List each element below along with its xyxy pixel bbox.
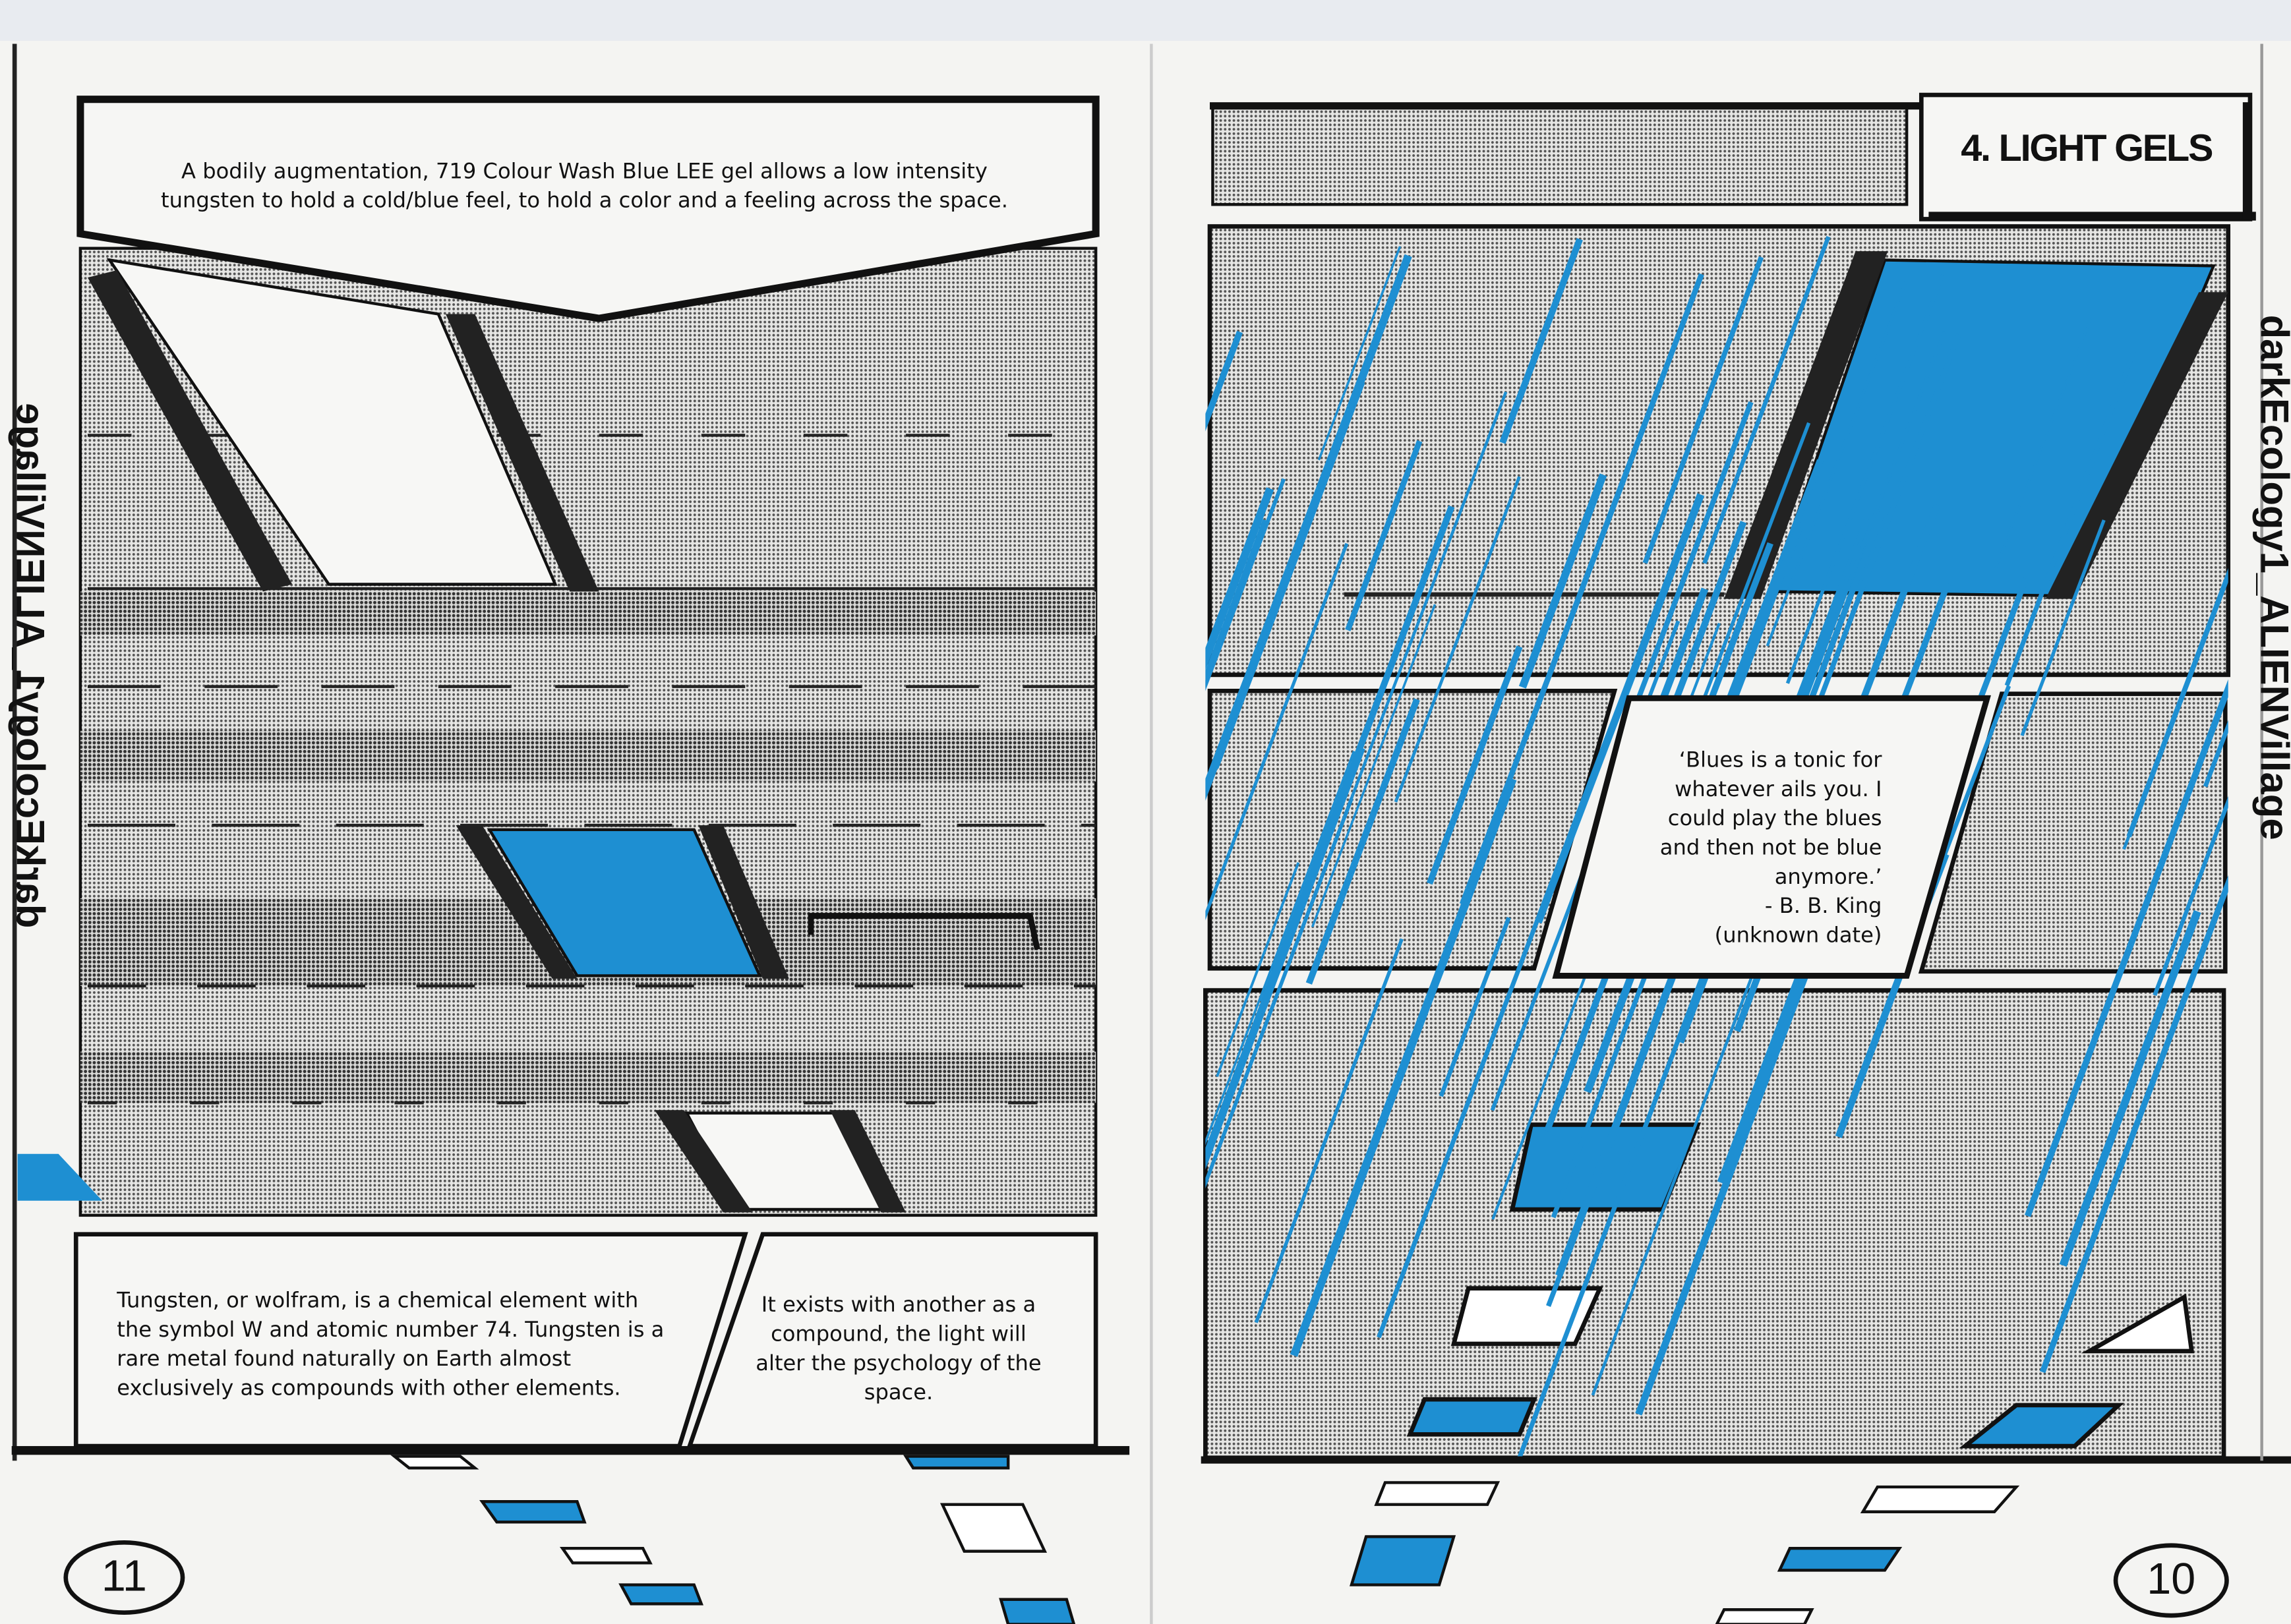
light-streak (1205, 751, 1355, 1146)
quote-author: - B. B. King (1764, 895, 1882, 919)
light-streak (1205, 330, 1243, 432)
light-streak (1216, 862, 1300, 1078)
light-streak (1317, 246, 1402, 461)
light-streak (1426, 645, 1523, 885)
bottom-panel-windows (1406, 1122, 2195, 1449)
light-streak (1534, 493, 1705, 924)
light-streak (1305, 698, 1420, 985)
light-streak (2039, 875, 2228, 1374)
side-title-right: darkEcology1_ALIENVillage (2252, 314, 2291, 840)
light-streak (2122, 633, 2207, 850)
middle-panel-left (1207, 688, 1618, 971)
floor-reflections-right (1349, 1481, 2020, 1624)
light-streak (1205, 487, 1274, 670)
light-streak (1785, 274, 1945, 684)
ceiling-panel-bottom-right (1203, 988, 2226, 1461)
side-title-left: darkEcology1_ALIENVillage (8, 403, 52, 929)
light-streak (1672, 521, 1747, 703)
light-streak (1290, 777, 1517, 1357)
page-number-left: 11 (101, 1552, 147, 1601)
compound-caption-text: It exists with another as a compound, th… (756, 1294, 1042, 1405)
light-streak (1766, 281, 1907, 647)
light-streak (1439, 917, 1511, 1097)
light-streak (2004, 348, 2137, 687)
light-streak (1311, 604, 1437, 928)
light-streak (1205, 746, 1365, 1170)
top-caption-box (76, 96, 1100, 322)
quote-block: ‘Blues is a tonic for whatever ails you.… (1622, 746, 1882, 950)
quote-date: (unknown date) (1714, 924, 1882, 948)
light-streak (1499, 238, 1583, 444)
light-streak (2020, 519, 2106, 737)
light-streak (1377, 881, 1555, 1339)
light-streak (1205, 542, 1349, 921)
scan-edge (0, 0, 2291, 42)
tungsten-caption-text: Tungsten, or wolfram, is a chemical elem… (117, 1289, 665, 1401)
page-number-badge-left (63, 1540, 185, 1615)
light-streak (2059, 910, 2201, 1267)
section-title-box (1919, 92, 2253, 221)
skylight-white (106, 258, 558, 586)
light-streak (1345, 440, 1423, 631)
quote-box (1552, 695, 1991, 979)
page-number-right: 10 (2147, 1555, 2196, 1604)
light-streak (1525, 382, 1664, 740)
light-streak (1723, 459, 1824, 709)
light-streak (1516, 924, 1724, 1461)
light-streak (1459, 273, 1704, 906)
floor-reflections-left (390, 1455, 1076, 1624)
light-streak (1702, 235, 1831, 564)
light-streak (1994, 318, 2092, 572)
light-streak (2203, 720, 2228, 788)
compound-caption-box (686, 1232, 1098, 1449)
light-streak (1205, 478, 1286, 691)
light-streak (1635, 941, 1822, 1416)
light-streak (1642, 256, 1764, 564)
light-streak (1205, 254, 1412, 801)
light-streak (1216, 382, 1365, 769)
light-streak (2153, 796, 2228, 997)
light-streak (1205, 798, 1354, 1189)
light-streak (1394, 476, 1521, 803)
top-caption-text: A bodily augmentation, 719 Colour Wash B… (160, 160, 1008, 214)
tungsten-caption-box (73, 1232, 748, 1449)
page-number-badge-right (2113, 1543, 2229, 1618)
quote-text: ‘Blues is a tonic for whatever ails you.… (1659, 749, 1882, 890)
light-streak (1205, 519, 1268, 687)
section-title: 4. LIGHT GELS (1961, 125, 2213, 170)
light-streak (1254, 938, 1404, 1323)
ceiling-panel-top-right (1207, 224, 2231, 678)
light-streak (1518, 473, 1607, 689)
light-streak (2024, 679, 2228, 1217)
header-panel (1211, 105, 1909, 206)
blue-gel-window (487, 828, 762, 977)
ceiling-panel-left (17, 246, 1098, 1217)
